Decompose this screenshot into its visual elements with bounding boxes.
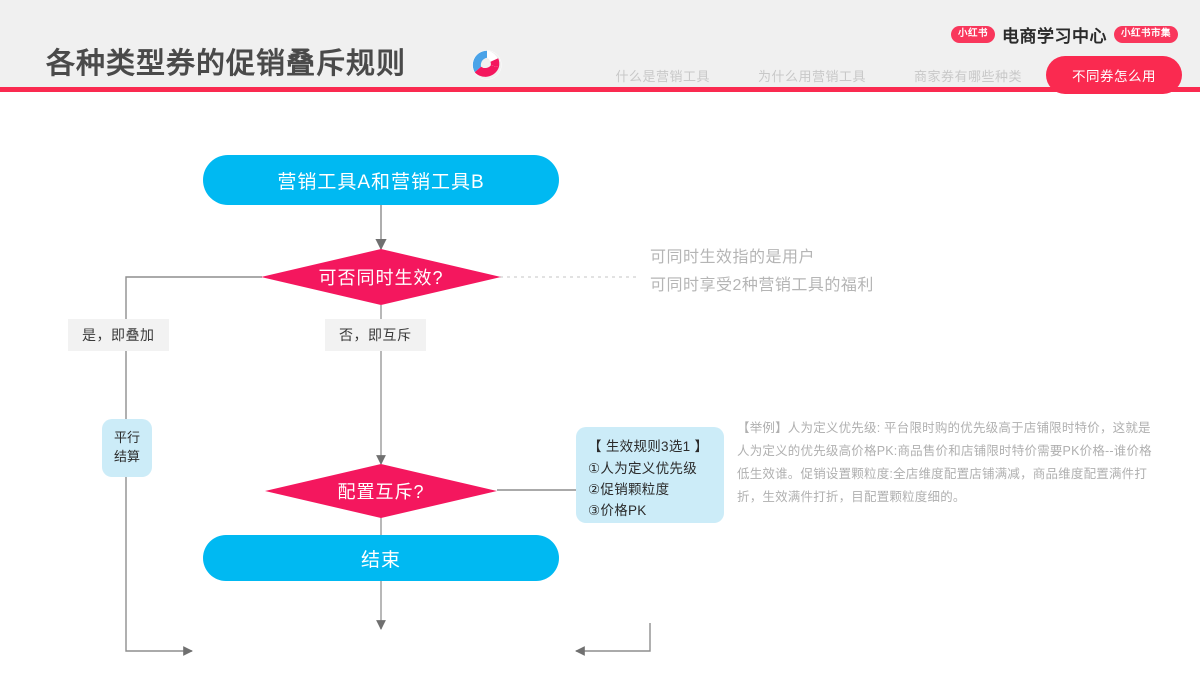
tab-what-is-marketing-tool[interactable]: 什么是营销工具: [615, 68, 710, 84]
brand-bar: 小红书 电商学习中心 小红书市集: [950, 22, 1178, 47]
diamond-shape-1: [261, 249, 501, 305]
note-simultaneous-effect: 可同时生效指的是用户 可同时享受2种营销工具的福利: [650, 249, 874, 294]
flow-node-parallel-settlement[interactable]: 平行 结算: [102, 419, 152, 477]
page-title: 各种类型券的促销叠斥规则: [46, 48, 407, 80]
diamond-shape-2: [265, 464, 497, 518]
flow-decision-simultaneous[interactable]: 可否同时生效?: [261, 249, 501, 305]
brand-name: 电商学习中心: [1001, 27, 1107, 46]
tab-how-to-use-coupons[interactable]: 不同券怎么用: [1046, 56, 1182, 94]
tab-why-use-marketing-tool[interactable]: 为什么用营销工具: [757, 68, 866, 84]
page-header: 各种类型券的促销叠斥规则 小红书 电商学习中心 小红书市集 什么是营销工具 为什…: [0, 0, 1200, 94]
parallel-settlement-line-2: 结算: [113, 449, 140, 464]
rule-box-item-2: ②促销颗粒度: [588, 481, 670, 497]
rule-box-title: 【 生效规则3选1 】: [588, 439, 709, 454]
flowchart-connectors: [125, 205, 651, 656]
edge-label-yes: 是，即叠加: [68, 319, 169, 351]
flowchart-canvas: 营销工具A和营销工具B 可否同时生效? 配置互斥? 是，即叠加 否，即互斥 平行…: [0, 92, 1200, 675]
tab-coupon-types[interactable]: 商家券有哪些种类: [913, 68, 1022, 84]
nav-tabs: 什么是营销工具 为什么用营销工具 商家券有哪些种类 不同券怎么用: [591, 56, 1182, 94]
flow-node-end[interactable]: 结束: [203, 535, 559, 581]
parallel-settlement-line-1: 平行: [113, 430, 140, 446]
rule-box-item-3: ③价格PK: [588, 502, 647, 518]
flow-node-rule-box[interactable]: 【 生效规则3选1 】 ①人为定义优先级 ②促销颗粒度 ③价格PK: [576, 427, 724, 523]
pinwheel-logo-icon: [470, 48, 504, 82]
example-priority-explanation: 【举例】人为定义优先级: 平台限时购的优先级高于店铺限时特价，这就是人为定义的优…: [737, 421, 1152, 505]
brand-badge-right: 小红书市集: [1113, 26, 1178, 43]
flow-decision-config-exclusive[interactable]: 配置互斥?: [265, 464, 497, 518]
rule-box-item-1: ①人为定义优先级: [588, 460, 698, 476]
edge-label-no: 否，即互斥: [325, 319, 426, 351]
flow-node-start[interactable]: 营销工具A和营销工具B: [203, 155, 559, 205]
brand-badge-left: 小红书: [950, 26, 995, 43]
